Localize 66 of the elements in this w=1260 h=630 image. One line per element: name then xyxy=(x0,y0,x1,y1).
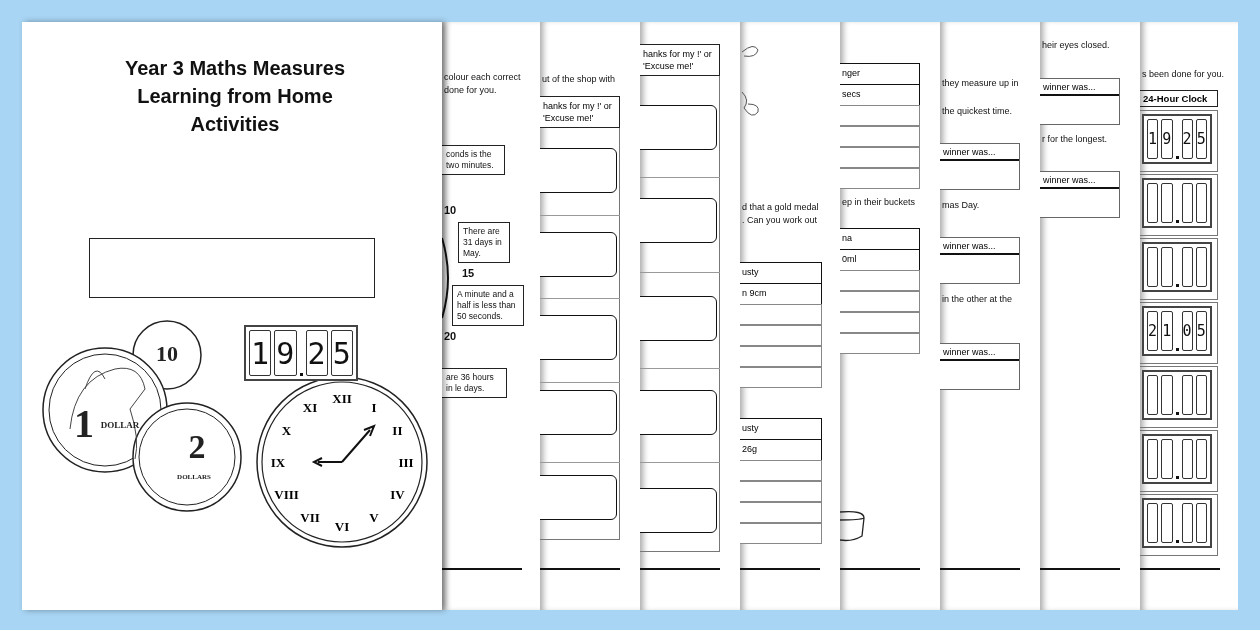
table-cell: 26g xyxy=(740,439,822,461)
clock-numeral: IV xyxy=(390,487,405,501)
speech-bubble: conds is the two minutes. xyxy=(442,145,505,175)
clock-numeral: VI xyxy=(334,519,350,533)
speech-bubble: There are 31 days in May. xyxy=(458,222,510,263)
table-cell: usty xyxy=(740,418,822,440)
table-cell: na xyxy=(840,228,920,250)
clock-numeral: XI xyxy=(302,400,318,414)
digit-cell: 9 xyxy=(274,330,297,376)
coin-text: 1 xyxy=(74,404,94,444)
coin-text: DOLLAR xyxy=(100,420,140,430)
table-cell: secs xyxy=(840,84,920,106)
instruction-text: mas Day. xyxy=(942,200,980,211)
instruction-text: done for you. xyxy=(444,85,497,96)
instruction-text: d that a gold medal xyxy=(742,202,819,213)
header-box: hanks for my !' or 'Excuse me!' xyxy=(640,44,720,76)
answer-header: winner was... xyxy=(1040,78,1120,125)
clock-numeral: I xyxy=(371,400,377,414)
clock-numeral: VIII xyxy=(274,487,299,501)
header-box: hanks for my !' or 'Excuse me!' xyxy=(540,96,620,128)
digit-cell: 0 xyxy=(1181,311,1193,351)
number-label: 10 xyxy=(444,205,457,216)
answer-header: winner was... xyxy=(1040,171,1120,218)
clock-numeral: XII xyxy=(332,391,352,405)
answer-header: winner was... xyxy=(940,143,1020,190)
speech-bubble: are 36 hours in le days. xyxy=(442,368,507,398)
number-label: 20 xyxy=(444,331,457,342)
instruction-text: . Can you work out xyxy=(742,215,818,226)
instruction-text: heir eyes closed. xyxy=(1042,40,1110,51)
answer-header: winner was... xyxy=(940,237,1020,284)
table-cell: 0ml xyxy=(840,249,920,271)
coin-text: 10 xyxy=(156,343,178,365)
instruction-text: ep in their buckets xyxy=(842,197,916,208)
coin-text: 2 xyxy=(188,430,206,464)
digit-cell: 1 xyxy=(1147,119,1159,159)
instruction-text: colour each correct xyxy=(444,72,521,83)
clock-numeral: II xyxy=(392,423,403,437)
column-header: 24-Hour Clock xyxy=(1140,90,1218,107)
digit-cell: 2 xyxy=(305,330,328,376)
table-cell: n 9cm xyxy=(740,283,822,305)
digit-cell: 5 xyxy=(1195,311,1207,351)
cover-title: Year 3 Maths Measures Learning from Home Activities xyxy=(123,56,347,137)
instruction-text: ut of the shop with xyxy=(542,74,616,85)
digit-cell: 2 xyxy=(1147,311,1159,351)
digit-cell: 5 xyxy=(1195,119,1207,159)
instruction-text: r for the longest. xyxy=(1042,134,1108,145)
table-cell: nger xyxy=(840,63,920,85)
digit-cell: 5 xyxy=(330,330,353,376)
speech-bubble: A minute and a half is less than 50 seconds. xyxy=(452,285,524,326)
instruction-text: they measure up in xyxy=(942,78,1019,89)
clock-numeral: V xyxy=(369,510,379,524)
table-cell: usty xyxy=(740,262,822,284)
instruction-text: in the other at the xyxy=(942,294,1013,305)
clock-numeral: VII xyxy=(300,510,320,524)
answer-header: winner was... xyxy=(940,343,1020,390)
digit-cell: 1 xyxy=(249,330,272,376)
number-label: 15 xyxy=(462,268,475,279)
clock-numeral: III xyxy=(398,455,414,469)
digit-cell: 9 xyxy=(1161,119,1173,159)
instruction-text: the quickest time. xyxy=(942,106,1013,117)
clock-numeral: IX xyxy=(270,455,286,469)
clock-numeral: X xyxy=(281,423,292,437)
instruction-text: s been done for you. xyxy=(1142,69,1225,80)
name-box xyxy=(89,238,375,298)
digit-cell: 2 xyxy=(1181,119,1193,159)
digit-cell: 1 xyxy=(1161,311,1173,351)
